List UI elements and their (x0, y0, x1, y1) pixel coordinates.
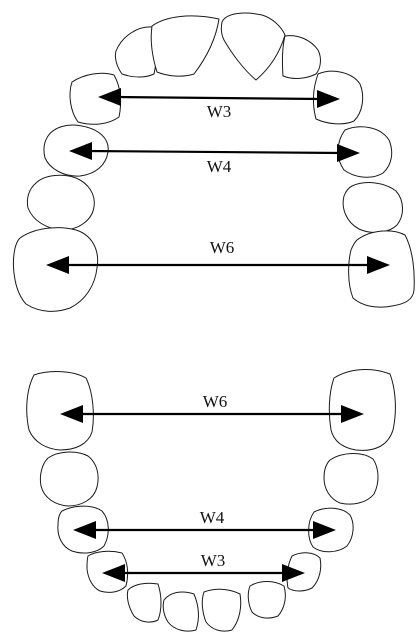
upper-arrow-w6-left-head (46, 256, 69, 274)
upper-tooth-left-6 (12, 227, 99, 312)
lower-arrow-w3-left-head (102, 564, 125, 582)
upper-arrow-w4-line (85, 149, 343, 155)
upper-tooth-right-6 (348, 230, 415, 308)
lower-tooth-right-6 (328, 369, 396, 451)
upper-arrow-w4: W4 (69, 142, 360, 176)
lower-arrow-w3: W3 (102, 551, 305, 582)
upper-incisor-left-lateral (114, 26, 157, 78)
upper-tooth-left-5 (26, 174, 95, 231)
upper-arrow-w3-line (115, 95, 323, 101)
lower-arrow-w6-right-head (341, 405, 364, 423)
upper-arch (12, 12, 415, 312)
lower-tooth-right-5 (323, 453, 379, 505)
lower-incisor-right-central (201, 588, 242, 632)
upper-arrow-w6-right-head (367, 256, 390, 274)
upper-arrow-w3-right-head (317, 90, 340, 108)
upper-arrow-w3-left-head (98, 88, 121, 106)
upper-arrow-w4-right-head (337, 144, 360, 162)
lower-arrow-w6-left-head (60, 405, 83, 423)
upper-w6-label: W6 (210, 238, 235, 257)
lower-tooth-left-6 (26, 371, 94, 451)
lower-tooth-left-5 (39, 451, 99, 507)
upper-incisor-right-central (220, 12, 286, 81)
upper-w3-label: W3 (207, 102, 232, 121)
lower-w3-label: W3 (201, 551, 226, 570)
upper-tooth-left-3 (69, 72, 122, 125)
lower-arch (26, 369, 396, 632)
lower-incisor-right-lateral (247, 581, 286, 619)
upper-tooth-right-3 (313, 70, 364, 125)
lower-incisor-left-lateral (126, 582, 162, 623)
upper-arrow-w6: W6 (46, 238, 390, 274)
lower-arrow-w4: W4 (73, 508, 336, 539)
upper-incisor-left-central (150, 15, 220, 77)
upper-tooth-right-5 (342, 182, 403, 233)
lower-arrow-w4-left-head (73, 521, 96, 539)
upper-w4-label: W4 (207, 157, 232, 176)
lower-incisor-left-central (162, 591, 199, 632)
upper-incisor-right-lateral (281, 35, 321, 79)
lower-arrow-w4-right-head (313, 521, 336, 539)
upper-arrow-w4-left-head (69, 142, 92, 160)
lower-w6-label: W6 (203, 392, 228, 411)
lower-arrow-w3-right-head (282, 564, 305, 582)
lower-w4-label: W4 (200, 508, 225, 527)
lower-arrow-w6: W6 (60, 392, 364, 423)
upper-arrow-w3: W3 (98, 88, 340, 121)
